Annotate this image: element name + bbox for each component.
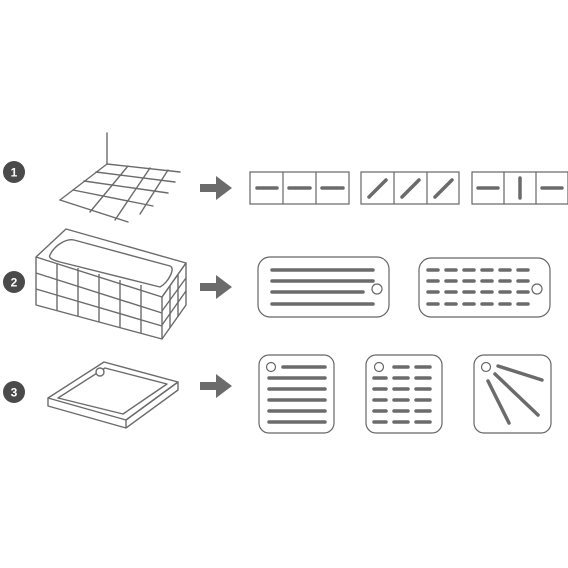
arrow-icon-row-2: [200, 275, 232, 299]
step-badge-3: 3: [3, 381, 25, 403]
floor-tiles-illustration: [59, 132, 181, 223]
svg-text:2: 2: [11, 276, 18, 290]
step-badge-1: 1: [3, 161, 25, 183]
pattern-tiles-diagonal: [360, 171, 460, 205]
arrow-icon-row-3: [200, 374, 232, 398]
pattern-tray-dashes: [365, 354, 443, 434]
shower-tray-illustration: [47, 361, 179, 429]
svg-text:3: 3: [11, 386, 18, 400]
bathtub-illustration: [35, 228, 187, 340]
row-1: 1: [3, 132, 568, 223]
step-badge-2: 2: [3, 271, 25, 293]
row-3: 3: [3, 354, 552, 434]
pattern-tiles-horizontal: [249, 171, 350, 205]
row-2: 2: [3, 228, 551, 340]
pattern-tiles-mixed: [471, 171, 568, 205]
pattern-tub-dashes: [418, 257, 551, 318]
svg-text:1: 1: [11, 166, 18, 180]
pattern-tray-lines: [258, 354, 335, 434]
pattern-tray-radial: [473, 354, 552, 434]
arrow-icon-row-1: [200, 176, 232, 200]
pattern-tub-lines: [257, 256, 390, 318]
